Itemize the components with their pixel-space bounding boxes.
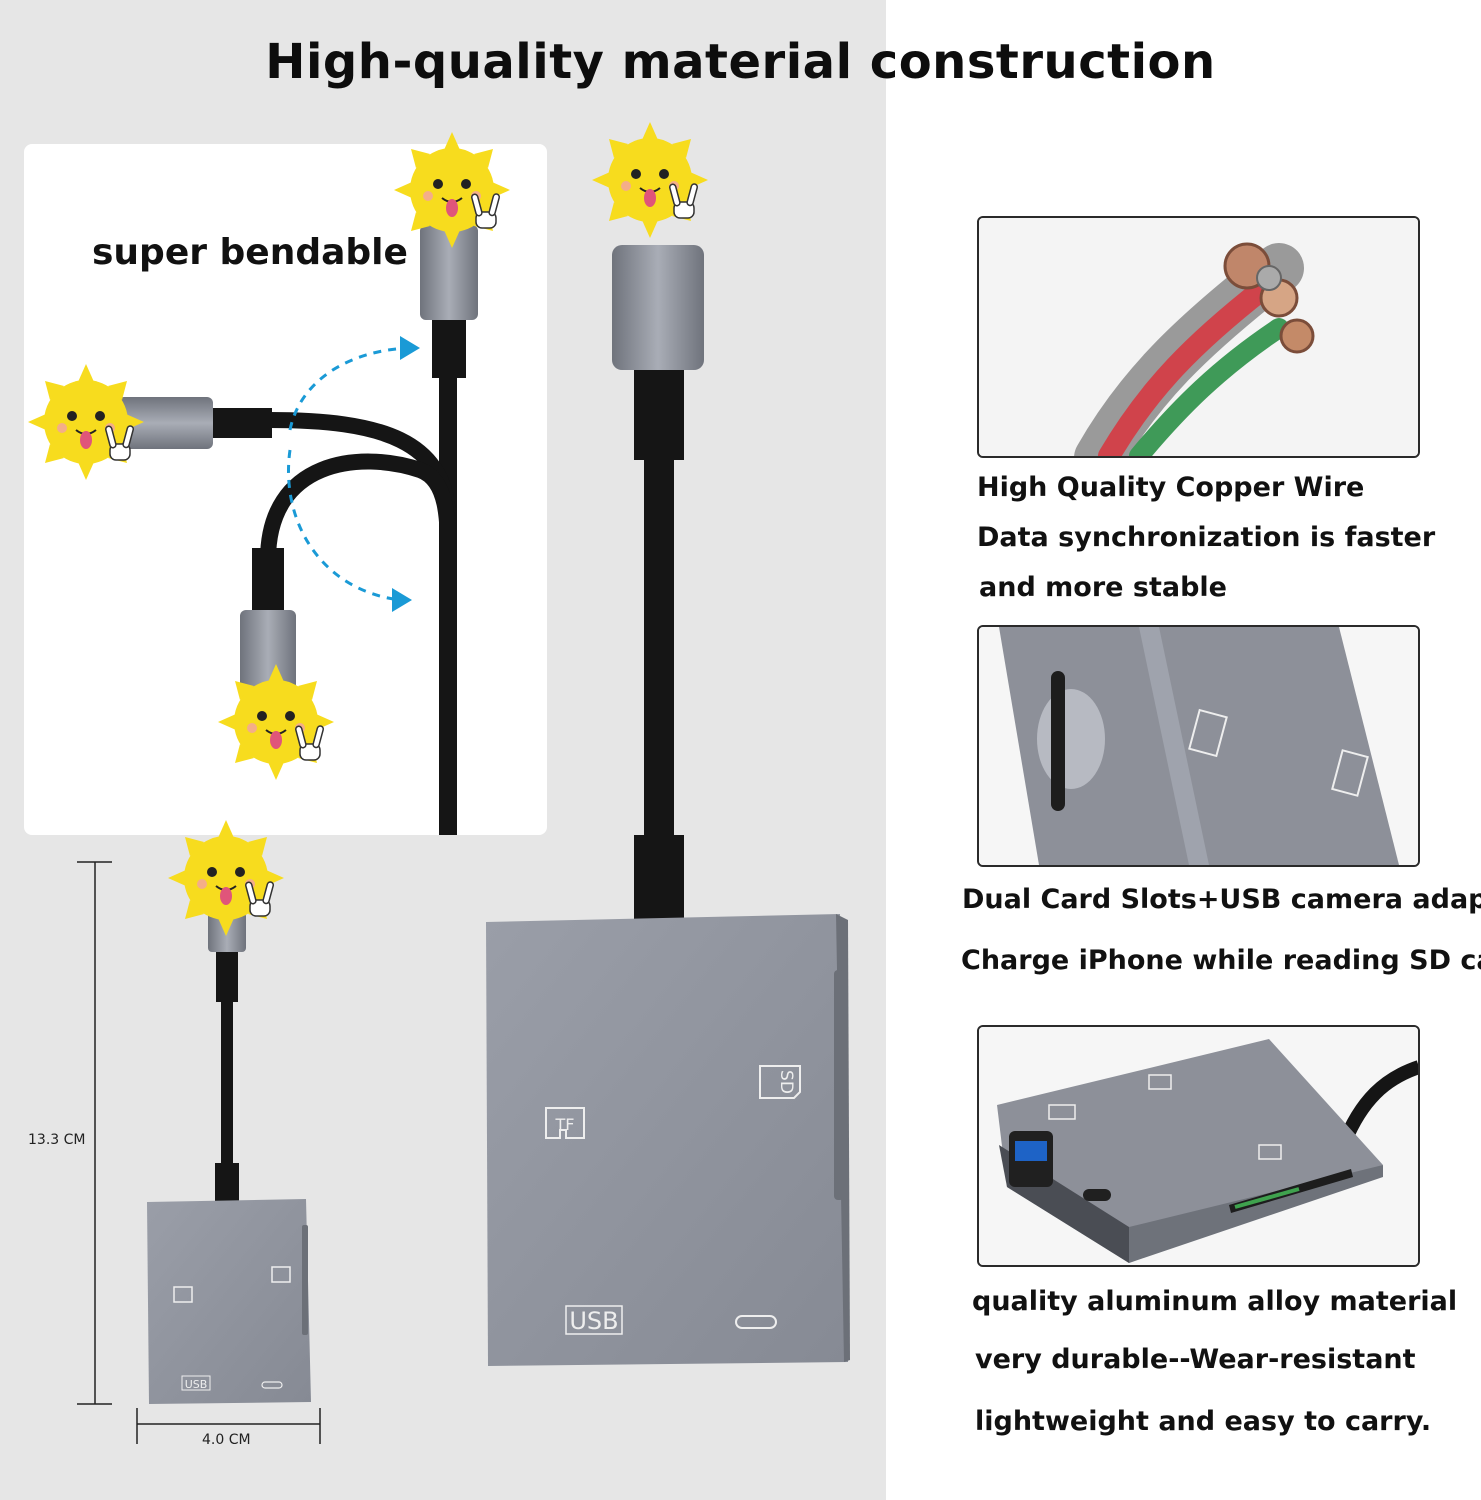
sd-label: SD xyxy=(776,1070,796,1094)
page-title: High-quality material construction xyxy=(265,34,1216,90)
mascot-icon xyxy=(591,121,709,239)
card-slots-image xyxy=(977,625,1420,867)
dimension-lines xyxy=(77,861,321,1444)
feature-2-line-1: Dual Card Slots+USB camera adapter xyxy=(962,884,1481,915)
height-dimension: 13.3 CM xyxy=(28,1132,86,1148)
feature-1-line-2: Data synchronization is faster xyxy=(977,522,1436,553)
mascot-icon xyxy=(167,819,285,937)
tf-label: TF xyxy=(555,1115,575,1134)
copper-wire-image xyxy=(977,216,1420,458)
large-adapter: SD TF USB xyxy=(486,245,850,1366)
feature-3-line-2: very durable--Wear-resistant xyxy=(975,1344,1416,1375)
feature-1-line-1: High Quality Copper Wire xyxy=(977,472,1365,503)
feature-3-line-1: quality aluminum alloy material xyxy=(972,1286,1458,1317)
mascot-icon xyxy=(27,363,145,481)
feature-3-line-3: lightweight and easy to carry. xyxy=(975,1406,1432,1437)
mascot-icon xyxy=(217,663,335,781)
mascot-icon xyxy=(393,131,511,249)
feature-2-line-2: Charge iPhone while reading SD card xyxy=(961,945,1481,976)
bendable-label: super bendable xyxy=(92,232,408,273)
usb-label: USB xyxy=(569,1307,618,1335)
feature-1-line-3: and more stable xyxy=(979,572,1227,603)
small-adapter: USB xyxy=(147,912,311,1404)
small-usb-label: USB xyxy=(185,1378,208,1391)
product-illustration: SD TF USB USB xyxy=(27,121,850,1444)
width-dimension: 4.0 CM xyxy=(202,1432,251,1448)
aluminum-body-image xyxy=(977,1025,1420,1267)
bend-cables xyxy=(118,225,478,835)
